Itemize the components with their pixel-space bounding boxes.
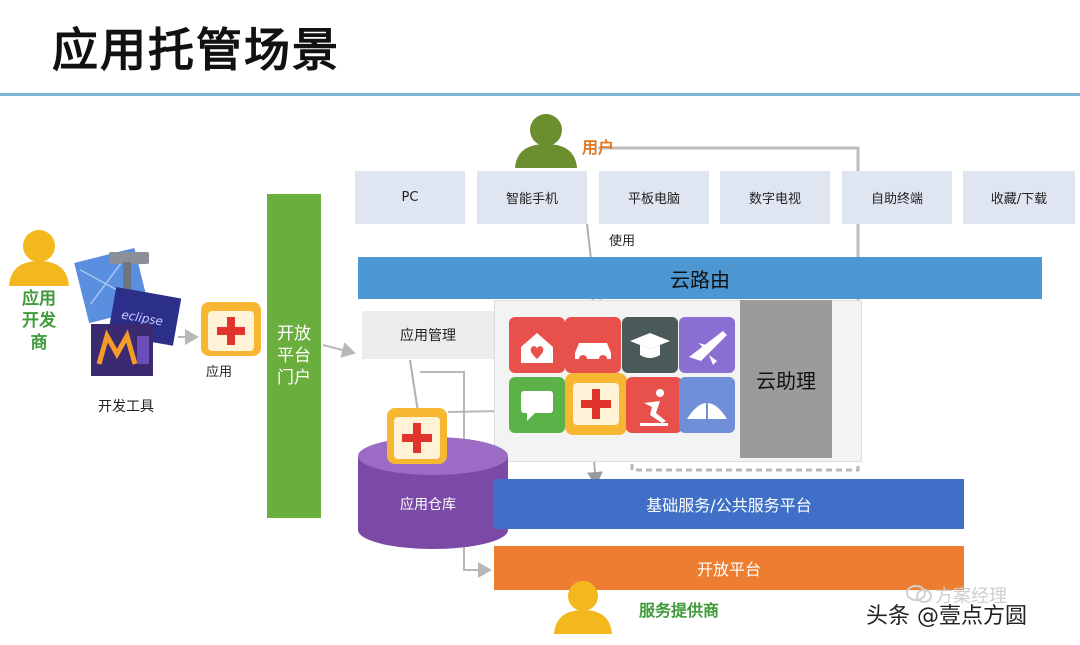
- device-self-service-terminal: 自助终端: [842, 171, 952, 224]
- page-title: 应用托管场景: [52, 23, 340, 77]
- chat-tile: [509, 377, 565, 433]
- developer-person-icon: [8, 226, 70, 286]
- developer-label-line-2: 开发: [22, 311, 56, 331]
- developer-label: 应用 开发 商: [16, 288, 62, 354]
- car-tile: [565, 317, 621, 373]
- app-label: 应用: [206, 365, 233, 380]
- device-smartphone: 智能手机: [477, 171, 587, 224]
- hammer-icon: [109, 252, 149, 302]
- user-person-icon: [513, 110, 579, 168]
- chat-icon: [521, 391, 553, 421]
- dev-tools-images: eclipse: [73, 238, 182, 380]
- app-icon: [200, 301, 262, 357]
- use-label: 使用: [609, 234, 636, 249]
- dev-tools-label: 开发工具: [98, 399, 154, 415]
- service-provider-label: 服务提供商: [639, 601, 720, 620]
- open-platform-portal: 开放平台门户: [267, 194, 321, 518]
- home-tile: [509, 317, 565, 373]
- app-repository-label: 应用仓库: [400, 497, 456, 513]
- developer-label-line-1: 应用: [22, 289, 56, 309]
- tent-tile: [679, 377, 735, 433]
- education-tile: [622, 317, 678, 373]
- watermark-text: 头条 @壹点方圆: [866, 604, 1027, 629]
- service-provider-person-icon: [553, 578, 613, 634]
- developer-label-line-3: 商: [30, 333, 48, 353]
- management-to-repo-line: [409, 359, 419, 413]
- portal-to-management-arrow: [322, 342, 356, 358]
- tent-icon: [687, 397, 727, 419]
- flight-tile: [679, 317, 735, 373]
- skating-icon: [640, 389, 668, 426]
- title-divider: [0, 93, 1080, 96]
- wechat-icon: [906, 584, 932, 604]
- app-icon: [573, 383, 619, 425]
- car-icon: [575, 343, 611, 363]
- cloud-router-bar: 云路由: [358, 257, 1042, 299]
- device-tablet: 平板电脑: [599, 171, 709, 224]
- watermark-faint: 方案经理: [935, 586, 1007, 607]
- user-label: 用户: [582, 138, 615, 157]
- skating-tile: [626, 377, 682, 433]
- repository-app-icon: [386, 407, 448, 465]
- portal-label: 开放平台门户: [277, 324, 311, 388]
- visual-studio-icon: [91, 324, 153, 376]
- center-app-tile: [565, 373, 627, 435]
- plane-icon: [689, 331, 727, 365]
- app-management-box: 应用管理: [362, 311, 494, 359]
- base-services-platform: 基础服务/公共服务平台: [494, 479, 964, 529]
- home-icon: [521, 333, 553, 363]
- device-favorites-download: 收藏/下载: [963, 171, 1075, 224]
- graduation-cap-icon: [630, 333, 670, 358]
- device-digital-tv: 数字电视: [720, 171, 830, 224]
- device-pc: PC: [355, 171, 465, 224]
- cloud-assistant-box: 云助理: [740, 300, 832, 458]
- open-platform-bar: 开放平台: [494, 546, 964, 590]
